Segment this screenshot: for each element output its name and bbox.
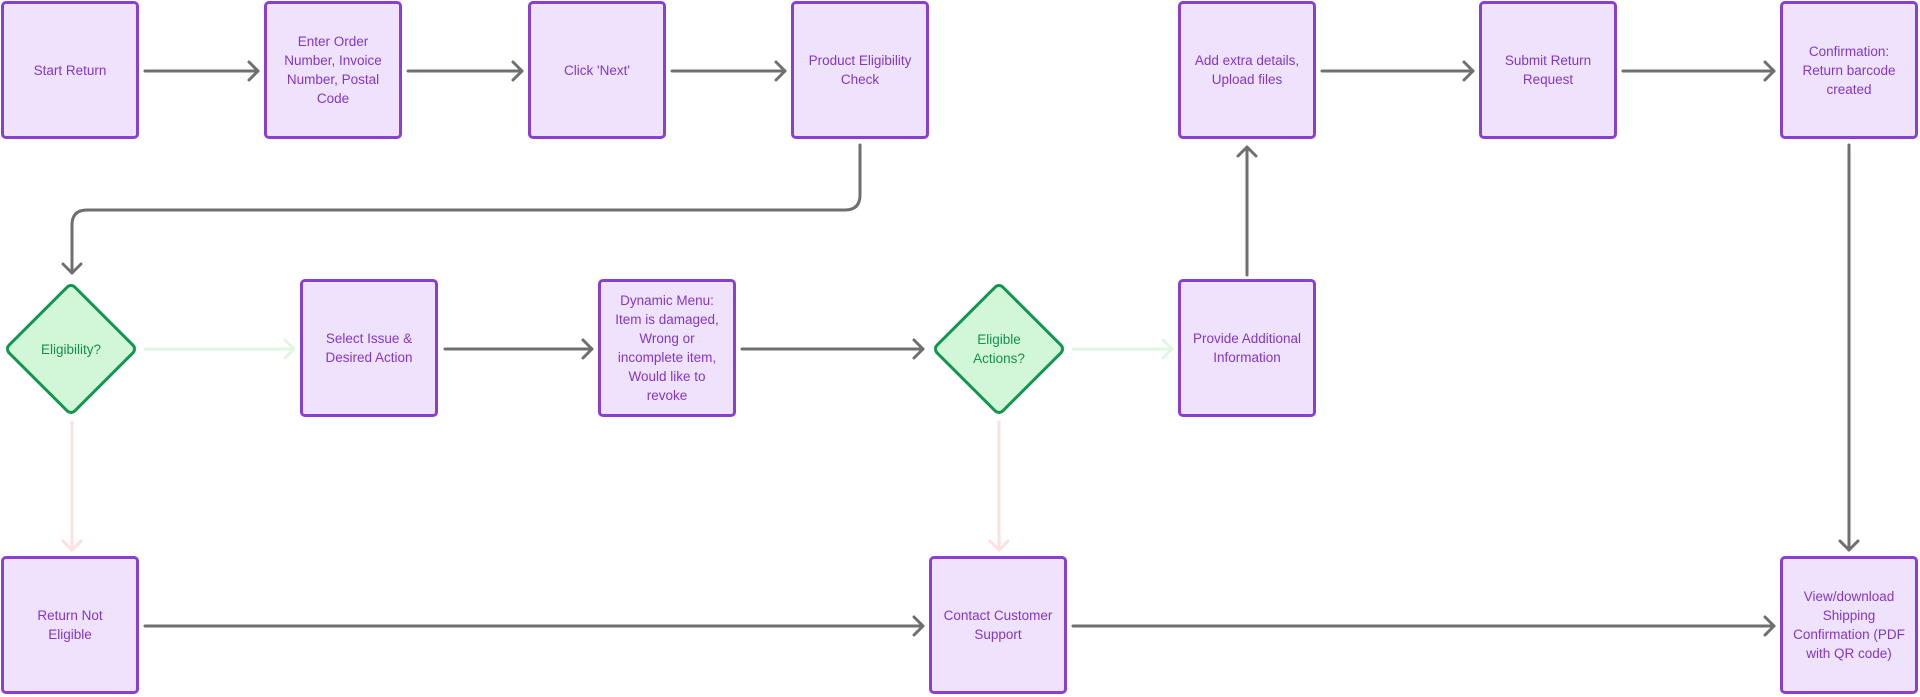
- edge-submit-request-to-confirmation: [1621, 60, 1776, 82]
- edge-provide-info-to-add-details: [1236, 145, 1258, 277]
- node-enter-order[interactable]: Enter Order Number, Invoice Number, Post…: [264, 1, 402, 139]
- arrowhead-icon: [581, 338, 594, 360]
- node-label: Submit Return Request: [1504, 53, 1592, 87]
- node-add-details[interactable]: Add extra details, Upload files: [1178, 1, 1316, 139]
- node-view-download[interactable]: View/download Shipping Confirmation (PDF…: [1780, 556, 1918, 694]
- edge-line: [70, 143, 862, 275]
- decision-label: Eligibility?: [40, 341, 102, 357]
- arrowhead-icon: [1462, 60, 1475, 82]
- decision-eligible-actions[interactable]: Eligible Actions?: [930, 280, 1068, 418]
- arrowhead-icon: [1236, 145, 1258, 158]
- edge-not-eligible-to-contact-support: [143, 615, 925, 637]
- arrowhead-icon: [1161, 338, 1174, 360]
- node-label: Dynamic Menu: Item is damaged, Wrong or …: [615, 293, 719, 403]
- node-product-check[interactable]: Product Eligibility Check: [791, 1, 929, 139]
- node-click-next[interactable]: Click 'Next': [528, 1, 666, 139]
- arrowhead-icon: [511, 60, 524, 82]
- node-label: Add extra details, Upload files: [1194, 53, 1300, 87]
- node-label: Return Not Eligible: [37, 608, 103, 642]
- edge-enter-order-to-click-next: [406, 60, 524, 82]
- edge-start-return-to-enter-order: [143, 60, 260, 82]
- arrowhead-icon: [1838, 539, 1860, 552]
- edge-eligible-actions-to-provide-info: [1071, 338, 1174, 360]
- decision-label-wrap: Eligibility?: [2, 280, 140, 418]
- edge-product-check-to-eligibility: [61, 143, 862, 275]
- node-label: Confirmation: Return barcode created: [1802, 43, 1896, 97]
- node-confirmation[interactable]: Confirmation: Return barcode created: [1780, 1, 1918, 139]
- node-label: View/download Shipping Confirmation (PDF…: [1793, 589, 1905, 661]
- arrowhead-icon: [1763, 615, 1776, 637]
- node-label: Select Issue & Desired Action: [325, 331, 413, 365]
- edge-select-issue-to-dynamic-menu: [443, 338, 594, 360]
- node-provide-info[interactable]: Provide Additional Information: [1178, 279, 1316, 417]
- edge-eligibility-to-not-eligible: [61, 420, 83, 552]
- edge-contact-support-to-view-download: [1071, 615, 1776, 637]
- arrowhead-icon: [988, 539, 1010, 552]
- arrowhead-icon: [283, 338, 296, 360]
- node-label: Product Eligibility Check: [808, 53, 912, 87]
- node-submit-request[interactable]: Submit Return Request: [1479, 1, 1617, 139]
- edge-add-details-to-submit-request: [1320, 60, 1475, 82]
- node-select-issue[interactable]: Select Issue & Desired Action: [300, 279, 438, 417]
- edge-click-next-to-product-check: [670, 60, 787, 82]
- node-not-eligible[interactable]: Return Not Eligible: [1, 556, 139, 694]
- arrowhead-icon: [61, 539, 83, 552]
- node-label: Start Return: [33, 62, 107, 78]
- node-label: Provide Additional Information: [1192, 331, 1302, 365]
- arrowhead-icon: [61, 262, 83, 275]
- edge-dynamic-menu-to-eligible-actions: [740, 338, 925, 360]
- arrowhead-icon: [774, 60, 787, 82]
- node-dynamic-menu[interactable]: Dynamic Menu: Item is damaged, Wrong or …: [598, 279, 736, 417]
- node-label: Contact Customer Support: [943, 608, 1053, 642]
- edge-confirmation-to-view-download: [1838, 143, 1860, 552]
- edge-eligibility-to-select-issue: [143, 338, 296, 360]
- decision-eligibility[interactable]: Eligibility?: [2, 280, 140, 418]
- arrowhead-icon: [1763, 60, 1776, 82]
- arrowhead-icon: [912, 338, 925, 360]
- node-contact-support[interactable]: Contact Customer Support: [929, 556, 1067, 694]
- edge-eligible-actions-to-contact-support: [988, 420, 1010, 552]
- arrowhead-icon: [247, 60, 260, 82]
- arrowhead-icon: [912, 615, 925, 637]
- node-label: Enter Order Number, Invoice Number, Post…: [284, 34, 382, 106]
- node-start-return[interactable]: Start Return: [1, 1, 139, 139]
- decision-label-wrap: Eligible Actions?: [930, 280, 1068, 418]
- decision-label: Eligible Actions?: [973, 332, 1025, 366]
- node-label: Click 'Next': [564, 62, 630, 78]
